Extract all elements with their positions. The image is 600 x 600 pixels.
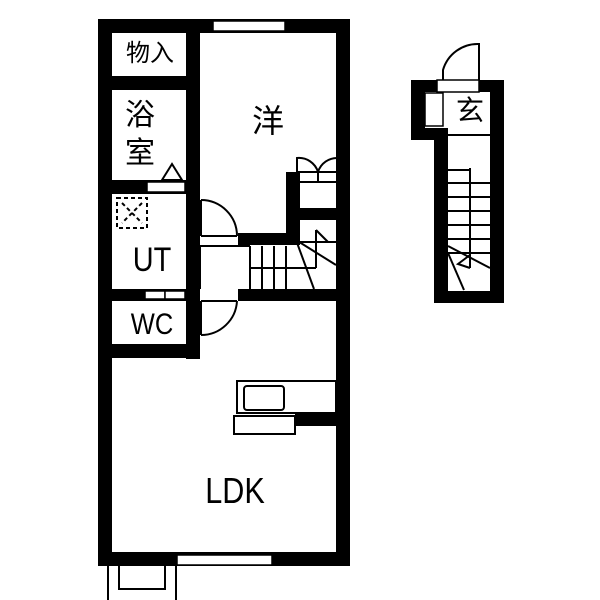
room-label-bathroom-line2: 室 [125, 136, 155, 171]
room-label-ldk: LDK [205, 470, 265, 511]
fixtures [107, 42, 491, 600]
room-label-bathroom-line1: 浴 [125, 98, 155, 133]
openings [144, 20, 480, 566]
room-label-utility: UT [132, 241, 172, 279]
room-label-storage: 物入 [126, 39, 174, 67]
room-label-entrance: 玄 [455, 94, 484, 127]
room-label-western: 洋 [251, 102, 284, 140]
room-label-toilet: WC [130, 308, 174, 341]
